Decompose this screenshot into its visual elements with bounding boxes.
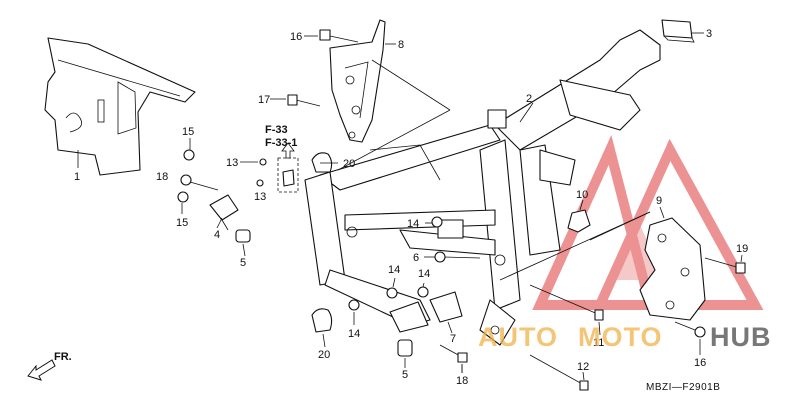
callout-13-b: 13	[254, 191, 266, 203]
callout-16-a: 16	[290, 31, 302, 43]
bolt-17	[287, 94, 321, 107]
bolt-18-left	[180, 174, 219, 191]
bolt-15-left-bot	[177, 191, 189, 203]
part-collar-5-a	[235, 229, 251, 243]
bolt-13-b	[256, 179, 264, 187]
reference-labels: F-33 F-33-1	[265, 124, 297, 149]
part-lower-bracket	[389, 301, 429, 333]
callout-16-b: 16	[694, 357, 706, 369]
watermark-text-hub: HUB	[710, 322, 772, 352]
callout-5-a: 5	[240, 257, 246, 269]
callout-2: 2	[526, 93, 532, 105]
part-clip-20-b	[311, 308, 333, 333]
leader-lines	[77, 32, 743, 381]
callout-20-b: 20	[318, 349, 330, 361]
part-collar-5-b	[397, 339, 413, 357]
watermark-text-auto: AUTO	[478, 322, 558, 352]
part-clip-10	[567, 209, 591, 233]
callout-15-b: 15	[176, 217, 188, 229]
callout-6: 6	[413, 252, 419, 264]
callout-3: 3	[706, 28, 712, 40]
callout-18-b: 18	[456, 375, 468, 387]
callout-18-a: 18	[156, 171, 168, 183]
bolt-14-c	[417, 286, 429, 298]
reference-box	[277, 142, 299, 193]
callout-19: 19	[736, 243, 748, 255]
diagram-code: MBZI—F2901B	[646, 382, 720, 393]
bolt-6	[434, 251, 481, 263]
part-3-rubber	[661, 19, 695, 43]
bolt-14-b	[386, 287, 398, 299]
ref-label-f33: F-33	[265, 124, 288, 136]
callout-13-a: 13	[226, 157, 238, 169]
bolt-13-a	[259, 158, 267, 166]
part-heat-shield	[44, 37, 196, 176]
ref-label-f33-1: F-33-1	[265, 137, 297, 149]
watermark-text-moto: MOTO	[578, 322, 663, 352]
bolt-16-top	[319, 29, 359, 43]
watermark-text: AUTO MOTO HUB	[478, 322, 772, 352]
part-bracket-4	[209, 194, 239, 231]
callout-1: 1	[74, 171, 80, 183]
part-clip-20-a	[311, 152, 333, 173]
part-main-frame	[304, 29, 661, 346]
callout-17: 17	[258, 94, 270, 106]
part-7	[429, 291, 463, 323]
callout-8: 8	[398, 39, 404, 51]
callout-labels: 1 2 3 4 5 5 6 7 8 9 10 11 12 13 13 14 14…	[74, 28, 748, 387]
callout-20-a: 20	[343, 158, 355, 170]
bolt-14-d	[348, 299, 360, 311]
callout-11: 11	[593, 337, 604, 349]
callout-7: 7	[450, 333, 456, 345]
callout-14-a: 14	[407, 218, 419, 230]
callout-14-c: 14	[418, 268, 430, 280]
bolt-16-right	[674, 321, 706, 338]
callout-4: 4	[214, 229, 220, 241]
callout-14-b: 14	[388, 264, 400, 276]
callout-9: 9	[656, 195, 662, 207]
bolt-12	[529, 354, 589, 391]
bolt-11	[529, 284, 604, 321]
bolt-19	[704, 257, 746, 274]
callout-14-d: 14	[348, 328, 360, 340]
callout-12: 12	[577, 361, 589, 373]
callout-10: 10	[576, 189, 588, 201]
front-label: FR.	[54, 351, 72, 363]
bolt-14-a	[431, 216, 443, 228]
part-bracket-8	[329, 19, 386, 143]
callout-15-a: 15	[182, 126, 194, 138]
front-direction-arrow: FR.	[27, 351, 72, 381]
part-plate-9	[639, 217, 706, 321]
bolt-15-left-top	[183, 149, 195, 161]
callout-5-b: 5	[402, 369, 408, 381]
bolt-18-bottom	[439, 344, 468, 363]
watermark-triangle-inner	[615, 225, 665, 280]
